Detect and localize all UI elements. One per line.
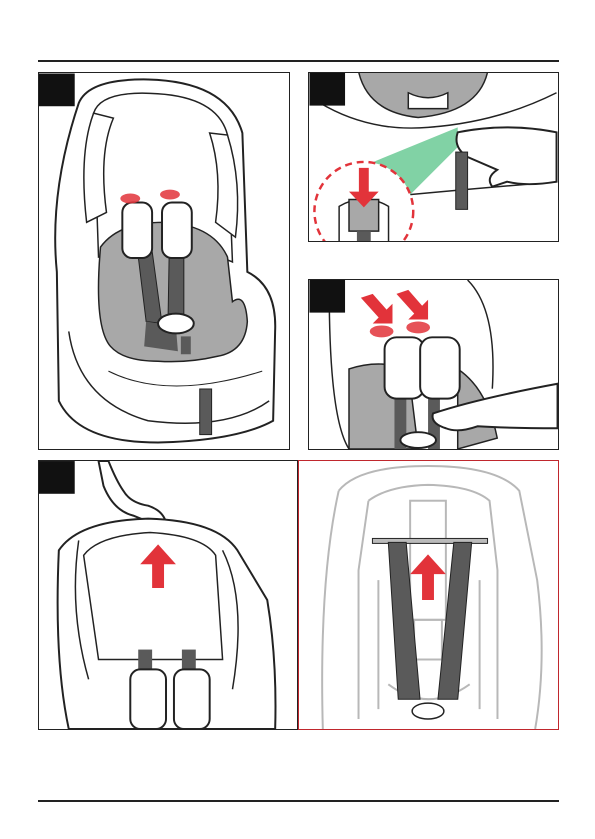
press-shoulder-pads-illustration	[309, 280, 558, 449]
panel-seat-overview	[38, 72, 290, 450]
panel-headrest-height-check	[298, 460, 559, 730]
headrest-height-correct-illustration	[299, 461, 558, 729]
panel-pull-headrest	[38, 460, 298, 730]
pull-headrest-up-illustration	[39, 461, 297, 729]
top-rule	[38, 60, 559, 62]
bottom-rule	[38, 800, 559, 802]
panel-press-pads	[308, 279, 559, 450]
panel-adjuster-zoom	[308, 72, 559, 242]
harness-adjust-button-zoom-illustration	[309, 73, 558, 241]
car-seat-harness-overview-illustration	[39, 73, 289, 449]
